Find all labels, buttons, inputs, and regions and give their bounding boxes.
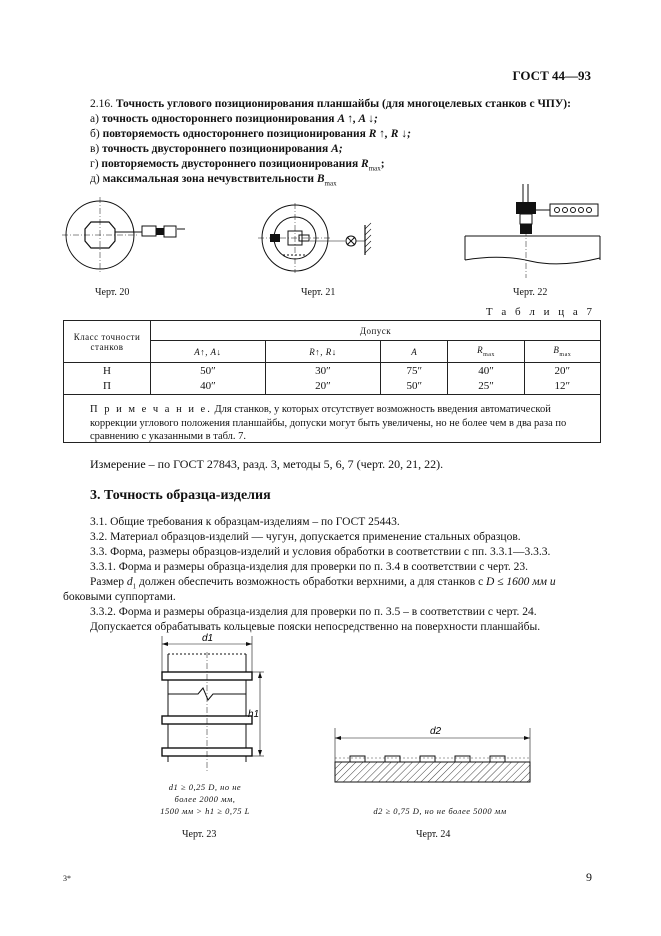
- figure-23-note: d1 ≥ 0,25 D, но не более 2000 мм, 1500 м…: [160, 782, 250, 816]
- subcol-a: A: [380, 340, 449, 363]
- caption-fig21: Черт. 21: [301, 287, 336, 298]
- table-7-title: Т а б л и ц а 7: [485, 306, 595, 318]
- table-row: П 40″ 20″ 50″ 25″ 12″: [63, 378, 602, 395]
- figure-21-drawing: [258, 203, 372, 273]
- table-7: Класс точности станков Допуск A↑, A↓ R↑,…: [63, 320, 602, 443]
- page-number: 9: [586, 870, 592, 884]
- table-cell: Н: [63, 362, 151, 379]
- table-cell: 25″: [447, 378, 525, 395]
- col-tolerance-header: Допуск: [150, 320, 601, 341]
- table-cell: 50″: [380, 378, 449, 395]
- footer-mark: 3*: [63, 874, 71, 883]
- col-class-header: Класс точности станков: [63, 320, 151, 363]
- item-c: в) точность двустороннего позиционирован…: [90, 143, 343, 155]
- measurement-text: Измерение – по ГОСТ 27843, разд. 3, мето…: [90, 457, 444, 471]
- section-3-title: 3. Точность образца-изделия: [90, 488, 271, 503]
- caption-fig22: Черт. 22: [513, 287, 548, 298]
- paragraph-3-3-1: 3.3.1. Форма и размеры образца-изделия д…: [90, 561, 529, 573]
- table-row: Н 50″ 30″ 75″ 40″ 20″: [63, 362, 602, 379]
- paragraph-3-1: 3.1. Общие требования к образцам-изделия…: [90, 516, 400, 528]
- paragraph-size-d1: Размер d1 должен обеспечить возможность …: [90, 576, 556, 591]
- subcol-r-arrows: R↑, R↓: [264, 340, 382, 363]
- caption-fig24: Черт. 24: [416, 829, 451, 840]
- table-cell: 50″: [150, 362, 266, 379]
- caption-fig20: Черт. 20: [95, 287, 130, 298]
- table-cell: П: [63, 378, 151, 395]
- item-d: г) повторяемость двустороннего позициони…: [90, 158, 385, 173]
- table-7-note: П р и м е ч а н и е. Для станков, у кото…: [90, 404, 567, 442]
- item-a: а) точность одностороннего позиционирова…: [90, 113, 378, 125]
- paragraph-side-supports: боковыми суппортами.: [63, 591, 176, 603]
- figure-22-drawing: [464, 184, 601, 278]
- table-cell: 30″: [264, 362, 382, 379]
- paragraph-3-3: 3.3. Форма, размеры образцов-изделий и у…: [90, 546, 551, 558]
- section-2-16-title: 2.16. Точность углового позиционирования…: [90, 98, 571, 110]
- standard-header: ГОСТ 44—93: [512, 68, 591, 83]
- table-cell: 20″: [523, 362, 602, 379]
- item-e: д) максимальная зона нечувствительности …: [90, 173, 337, 188]
- subcol-rmax: Rmax: [447, 340, 525, 363]
- h1-label: h1: [248, 709, 259, 720]
- table-cell: 40″: [150, 378, 266, 395]
- paragraph-3-3-2: 3.3.2. Форма и размеры образца-изделия д…: [90, 606, 537, 618]
- d2-label: d2: [430, 726, 442, 737]
- d1-label: d1: [202, 633, 213, 644]
- figure-20-drawing: [62, 197, 185, 273]
- table-cell: 75″: [380, 362, 449, 379]
- subcol-bmax: Bmax: [523, 340, 602, 363]
- subcol-a-arrows: A↑, A↓: [150, 340, 266, 363]
- figure-24-note: d2 ≥ 0,75 D, но не более 5000 мм: [373, 806, 507, 816]
- figure-23-drawing: d1 h1: [161, 633, 264, 772]
- figure-24-drawing: d2: [334, 726, 531, 783]
- table-cell: 12″: [523, 378, 602, 395]
- caption-fig23: Черт. 23: [182, 829, 217, 840]
- paragraph-3-2: 3.2. Материал образцов-изделий — чугун, …: [90, 531, 521, 543]
- item-b: б) повторяемость одностороннего позицион…: [90, 128, 411, 140]
- paragraph-rings: Допускается обрабатывать кольцевые пояск…: [90, 621, 541, 633]
- table-cell: 20″: [264, 378, 382, 395]
- table-cell: 40″: [447, 362, 525, 379]
